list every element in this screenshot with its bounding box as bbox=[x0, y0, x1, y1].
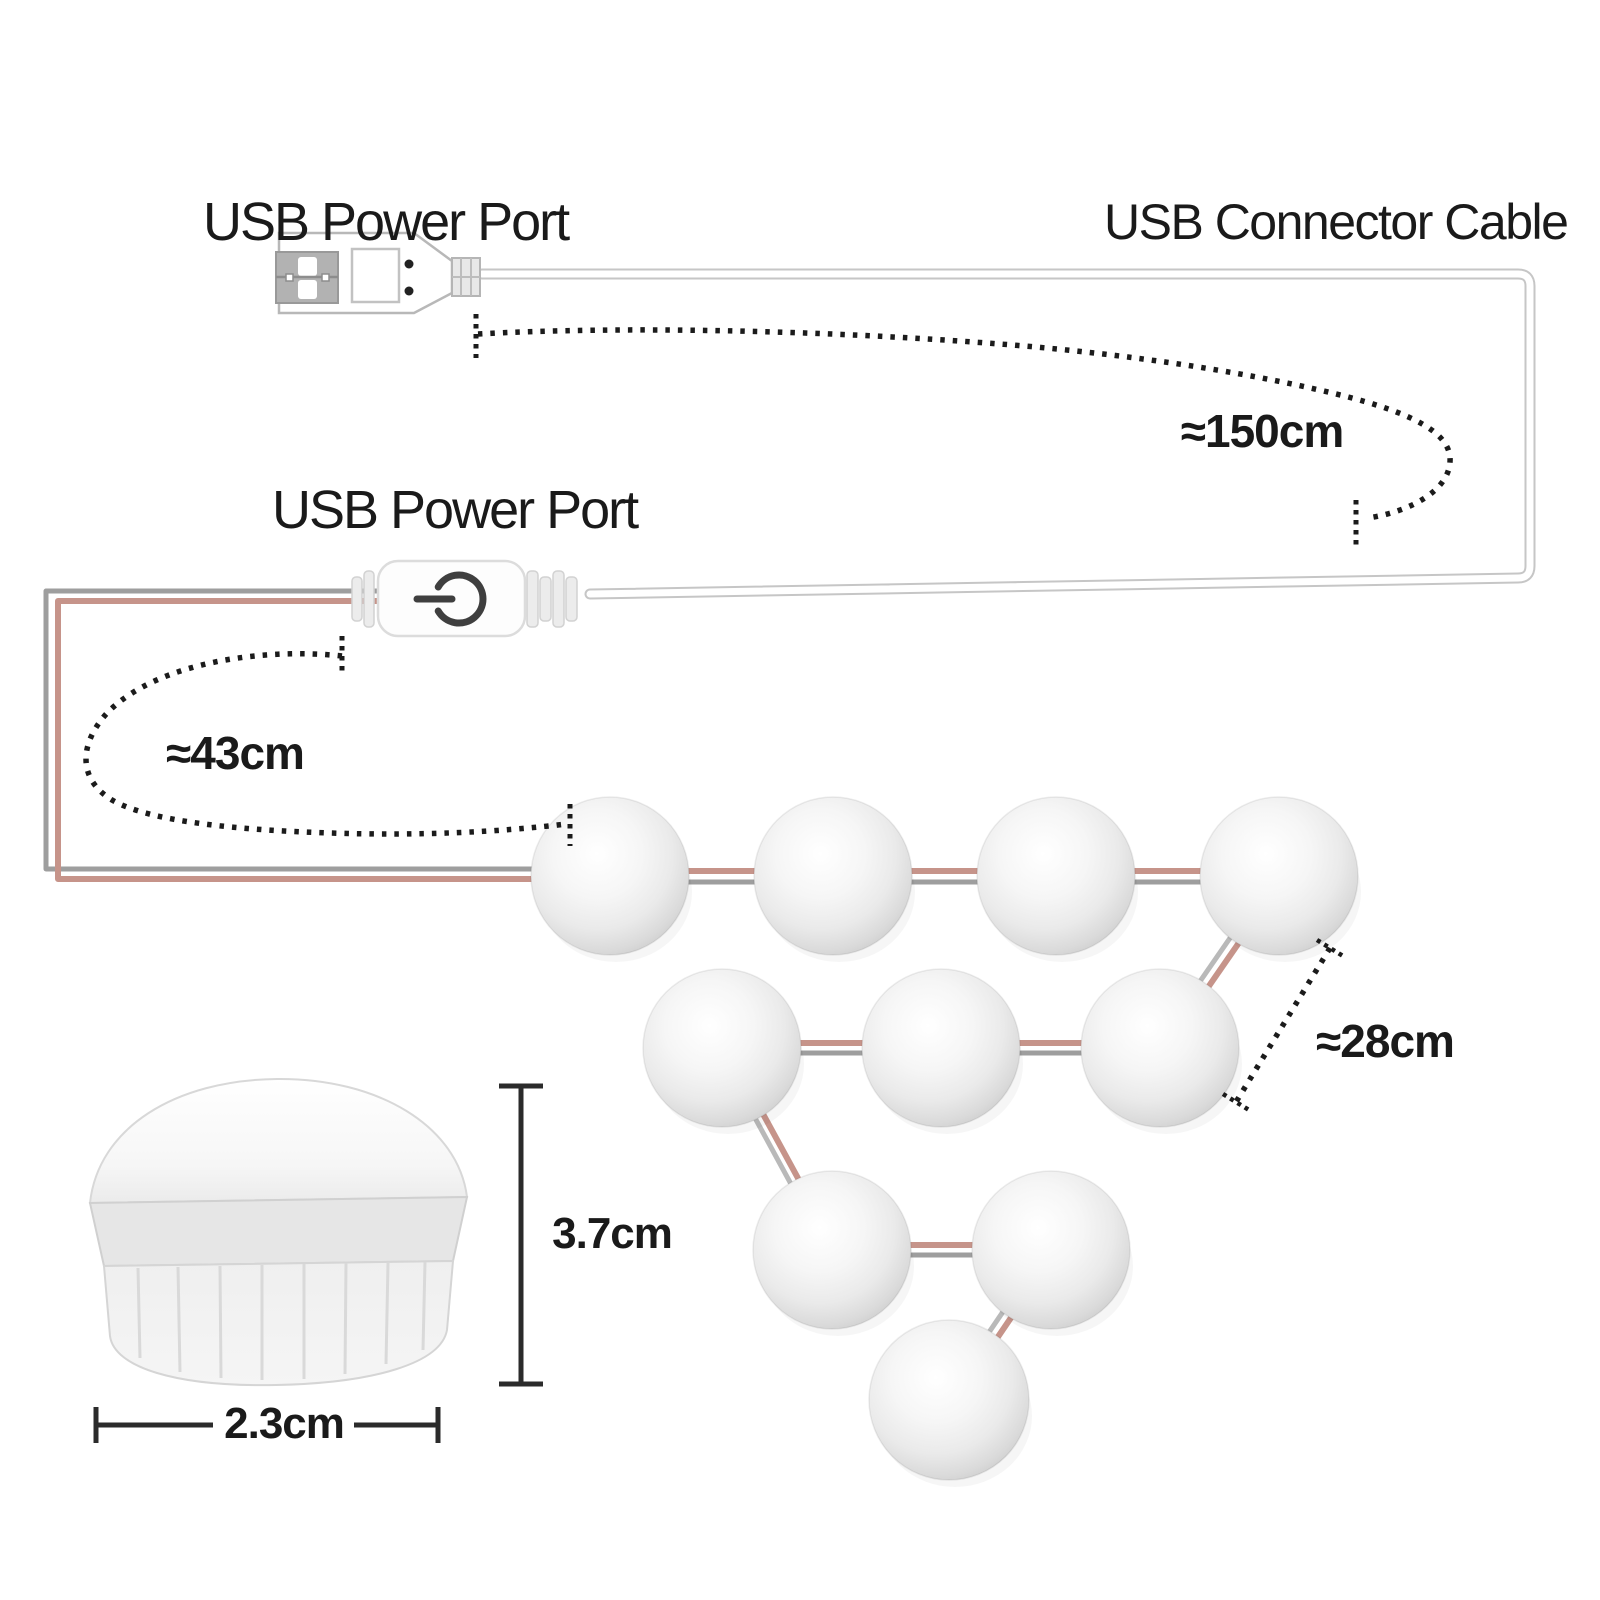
power-icon bbox=[413, 571, 487, 627]
feed-wire bbox=[43, 588, 612, 882]
usb-neck bbox=[451, 257, 481, 297]
measure-cable-length bbox=[473, 314, 1453, 546]
bulb-5 bbox=[1080, 968, 1240, 1128]
measure-bulb-spacing bbox=[1221, 938, 1345, 1112]
connector-cable-label: USB Connector Cable bbox=[1104, 194, 1569, 250]
detail-bulb-ribs bbox=[136, 1261, 427, 1380]
bulb-3 bbox=[976, 796, 1136, 956]
inline-switch bbox=[351, 559, 578, 638]
switch-ribs-right bbox=[526, 570, 578, 628]
detail-bulb-band bbox=[88, 1195, 469, 1268]
bulb-10 bbox=[868, 1319, 1030, 1481]
lead-length-label: ≈43cm bbox=[166, 726, 305, 779]
detail-bulb-dome bbox=[88, 1077, 469, 1205]
dimension-diameter bbox=[93, 1407, 441, 1443]
detail-bulb bbox=[88, 1077, 469, 1387]
usb-connector-cable bbox=[476, 268, 1536, 600]
bulb-8 bbox=[752, 1170, 912, 1330]
measure-lead-length bbox=[83, 636, 573, 846]
bulb-1 bbox=[530, 796, 690, 956]
bulb-spacing-label: ≈28cm bbox=[1316, 1014, 1455, 1067]
bulb-4 bbox=[1199, 796, 1359, 956]
bulb-2 bbox=[753, 796, 913, 956]
switch-port-label: USB Power Port bbox=[272, 480, 639, 540]
bulb-9 bbox=[971, 1170, 1131, 1330]
dimension-height bbox=[499, 1083, 543, 1387]
bulb-diameter-label: 2.3cm bbox=[224, 1398, 345, 1448]
usb-plug bbox=[275, 231, 481, 315]
switch-ribs-left bbox=[351, 570, 375, 628]
top-port-label: USB Power Port bbox=[203, 192, 570, 252]
bulb-6 bbox=[861, 968, 1021, 1128]
bulb-7 bbox=[642, 968, 802, 1128]
bulb-string bbox=[530, 796, 1359, 1481]
usb-metal-shell bbox=[275, 251, 339, 304]
bulb-height-label: 3.7cm bbox=[552, 1208, 673, 1258]
cable-length-label: ≈150cm bbox=[1180, 404, 1344, 457]
detail-bulb-skirt bbox=[102, 1259, 455, 1387]
